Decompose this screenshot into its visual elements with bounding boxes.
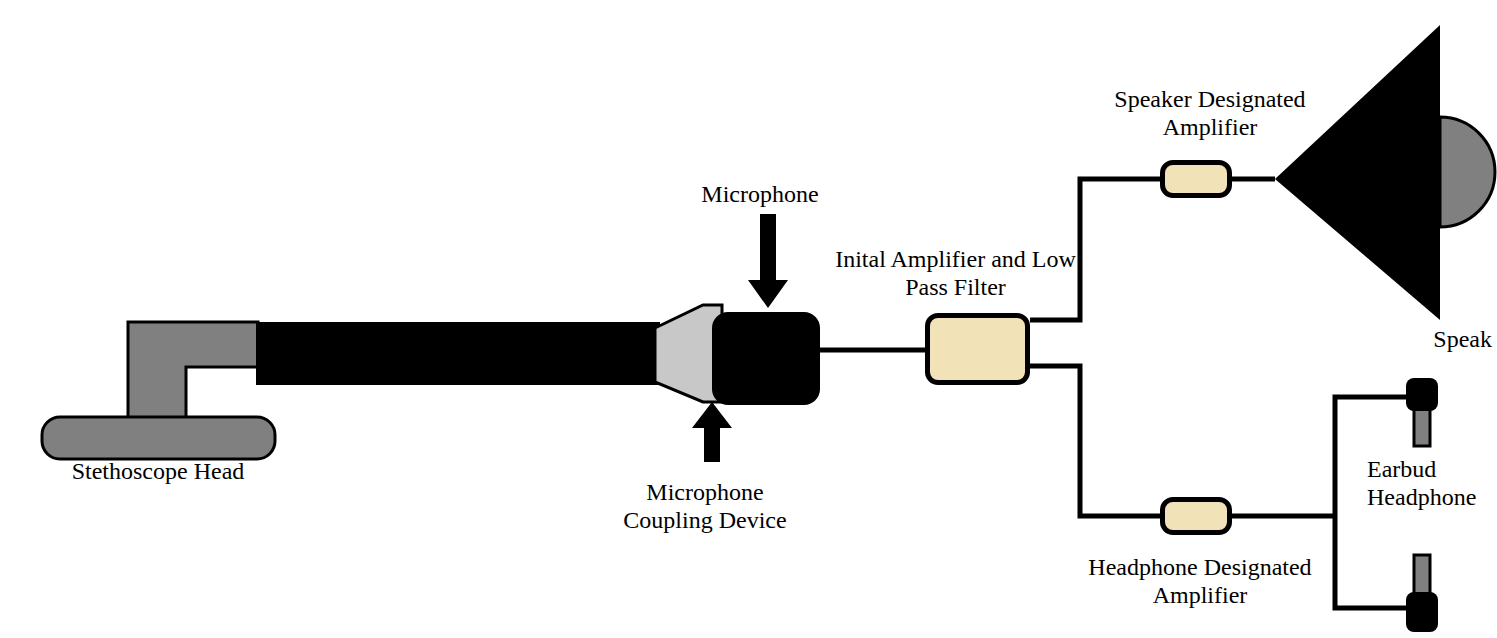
speaker-cone	[1275, 25, 1440, 320]
component-label: Speak	[1433, 325, 1492, 353]
component-label: Headphone Designated Amplifier	[1075, 553, 1325, 609]
stethoscope-tube	[256, 322, 660, 385]
callout-arrow	[748, 214, 788, 308]
callout-arrow	[692, 402, 732, 462]
signal-wire	[1232, 514, 1335, 519]
part-label: Stethoscope Head	[38, 457, 278, 485]
microphone: Microphone	[712, 312, 820, 405]
earbud-headphones: Earbud Headphone	[1335, 378, 1497, 638]
earbud-stem	[1414, 555, 1430, 595]
stethoscope-stem	[128, 322, 258, 418]
signal-wire	[1030, 366, 1160, 516]
amplifier-box: Inital Amplifier and Low Pass Filter	[925, 313, 1030, 385]
earbud-stem	[1414, 408, 1430, 446]
signal-wire	[1232, 177, 1275, 182]
component-label: Earbud Headphone	[1367, 455, 1492, 511]
speaker-dome	[1440, 117, 1495, 227]
speaker-shape	[1275, 25, 1497, 320]
amplifier-box: Headphone Designated Amplifier	[1160, 497, 1232, 535]
component-label: Speaker Designated Amplifier	[1080, 85, 1340, 141]
earbud	[1406, 592, 1438, 632]
speaker: Speak	[1275, 25, 1497, 320]
signal-wire	[820, 348, 925, 353]
amplifier-box: Speaker Designated Amplifier	[1160, 160, 1232, 198]
stethoscope-diaphragm	[42, 417, 275, 459]
earbud	[1406, 378, 1438, 411]
component-label: Inital Amplifier and Low Pass Filter	[833, 245, 1078, 301]
part-label: Microphone Coupling Device	[605, 478, 805, 534]
component-label: Microphone	[660, 180, 860, 208]
